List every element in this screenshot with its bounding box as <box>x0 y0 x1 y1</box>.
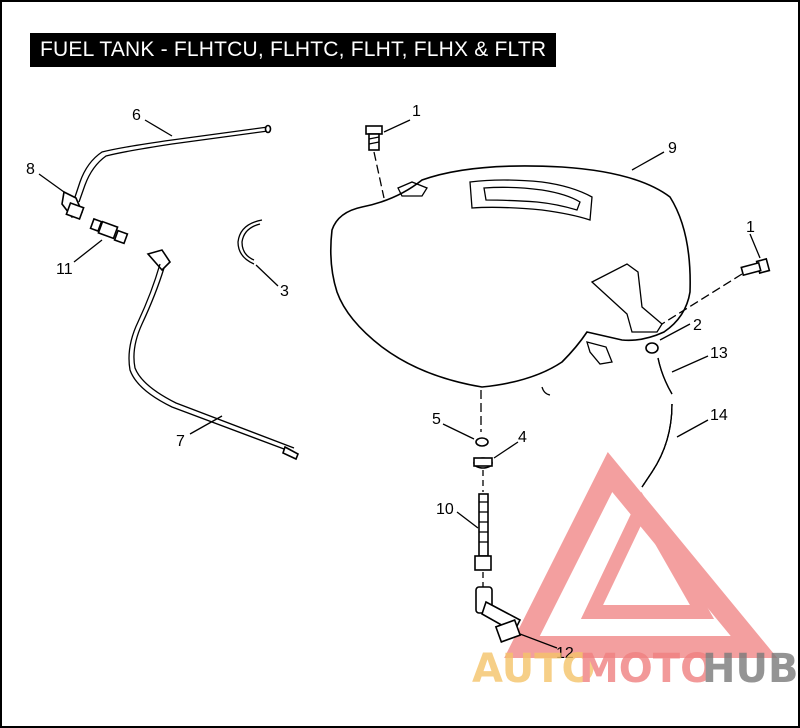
small-washer <box>475 437 489 447</box>
retaining-clip <box>237 219 263 265</box>
callout-7: 7 <box>176 433 185 450</box>
callout-13: 13 <box>710 345 728 362</box>
fuel-tank <box>330 165 691 396</box>
fuel-hose-short <box>657 357 673 395</box>
bolt-right <box>661 257 771 325</box>
fuel-hose-braided <box>641 403 673 488</box>
watermark-auto: AUTO <box>472 646 596 692</box>
callout-9: 9 <box>668 140 677 157</box>
fuel-valve <box>474 470 492 587</box>
elbow-fitting <box>61 190 85 221</box>
callout-12: 12 <box>556 645 574 662</box>
callout-2: 2 <box>693 317 702 334</box>
callout-10: 10 <box>436 501 454 518</box>
callout-11: 11 <box>56 261 73 278</box>
callout-4: 4 <box>518 429 527 446</box>
vent-hose-upper <box>73 124 272 203</box>
vent-hose-long <box>128 249 300 461</box>
callout-5: 5 <box>432 411 441 428</box>
hex-nut <box>473 457 493 469</box>
watermark-hub: HUB <box>702 646 798 692</box>
callout-8: 8 <box>26 161 35 178</box>
watermark-text: AUTO MOTO HUB <box>472 646 798 692</box>
washer <box>645 342 659 354</box>
callout-6: 6 <box>132 107 141 124</box>
watermark-moto: MOTO <box>579 646 714 692</box>
callout-14: 14 <box>710 407 728 424</box>
callout-1b: 1 <box>746 219 755 236</box>
outlet-elbow <box>475 586 522 643</box>
callout-1a: 1 <box>412 103 421 120</box>
diagram-title: FUEL TANK - FLHTCU, FLHTC, FLHT, FLHX & … <box>30 33 557 67</box>
callout-3: 3 <box>280 283 289 300</box>
leader-lines <box>38 119 761 649</box>
bolt-top <box>365 125 385 199</box>
watermark-logo <box>504 451 778 658</box>
vent-valve <box>89 217 129 245</box>
